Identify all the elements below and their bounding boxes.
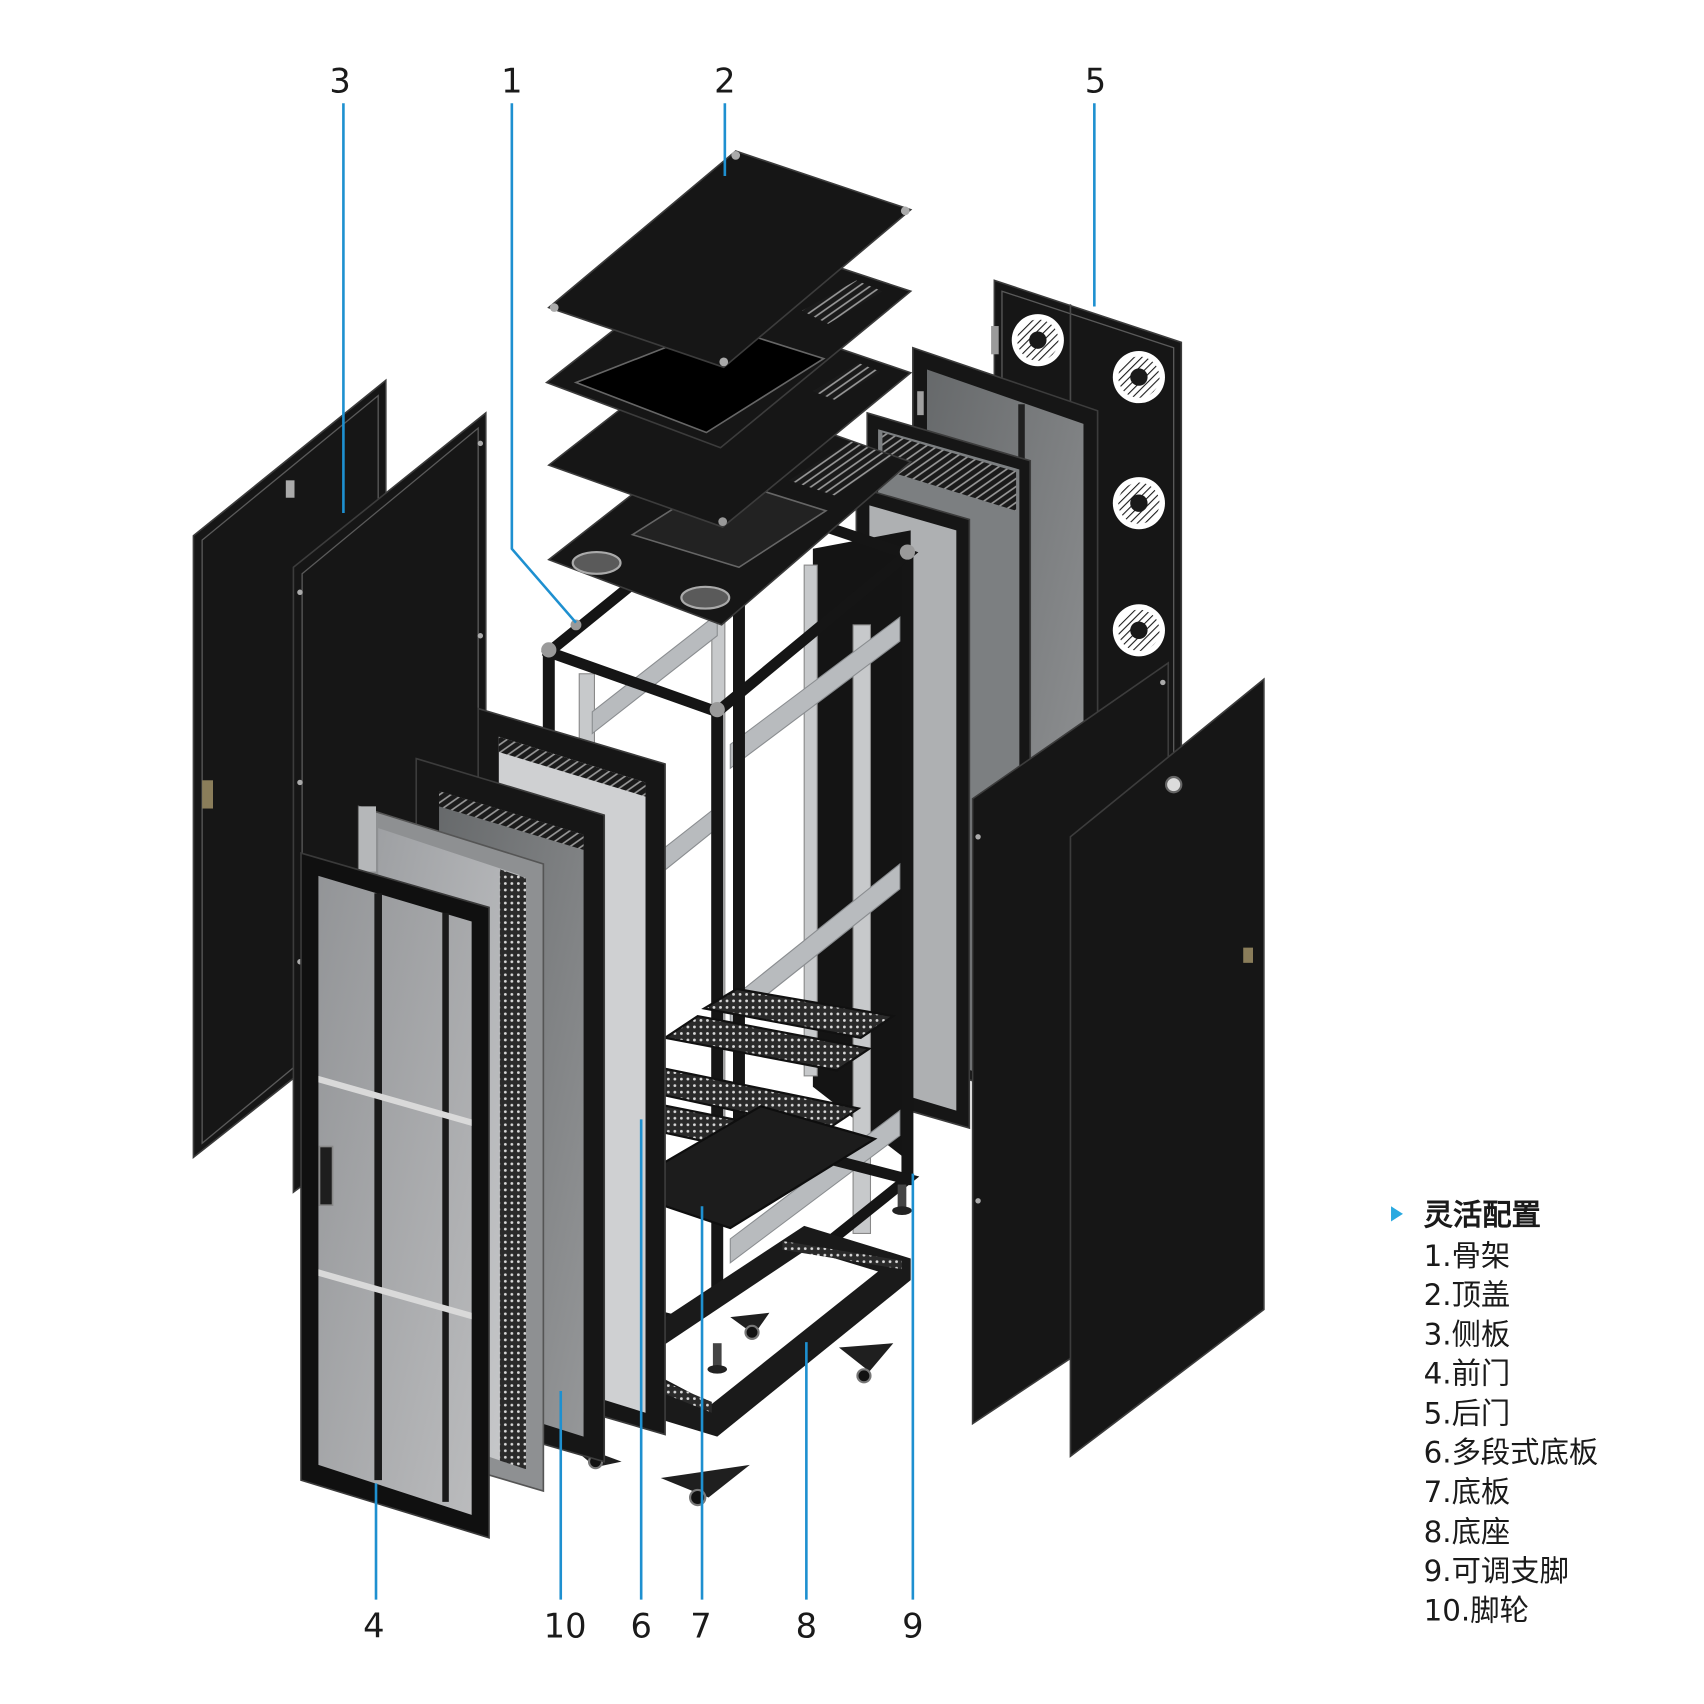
legend-item: 8.底座	[1424, 1515, 1511, 1549]
door-handle	[318, 1145, 334, 1207]
fan-grille-icon	[1112, 604, 1165, 657]
callout-7: 7	[690, 1607, 711, 1646]
fan-grille-icon	[1112, 477, 1165, 530]
callout-8: 8	[796, 1607, 817, 1646]
legend-item: 4.前门	[1424, 1356, 1511, 1390]
shelf-tray	[701, 987, 897, 1039]
caster	[730, 1312, 770, 1340]
floor-panel	[614, 1105, 878, 1230]
cross-rail	[591, 612, 718, 735]
fan-grille-icon	[1112, 351, 1165, 404]
top-covers	[544, 150, 913, 626]
legend-item: 3.侧板	[1424, 1317, 1511, 1351]
callout-1: 1	[501, 61, 522, 100]
legend-item: 10.脚轮	[1424, 1593, 1529, 1627]
side-panel-right-front	[1069, 677, 1265, 1458]
shelf-tray	[662, 1014, 873, 1072]
front-doors	[300, 707, 666, 1539]
callout-2: 2	[714, 61, 735, 100]
caster	[660, 1464, 750, 1507]
callout-numbers: 3 1 2 5 4 10 6 7 8 9	[329, 61, 1106, 1645]
front-door-main	[300, 852, 490, 1539]
callout-10: 10	[544, 1607, 587, 1646]
callout-9: 9	[902, 1607, 923, 1646]
callout-6: 6	[630, 1607, 651, 1646]
legend-item: 6.多段式底板	[1424, 1436, 1599, 1470]
leader-line-1	[510, 103, 577, 624]
legend-item: 9.可调支脚	[1424, 1554, 1569, 1588]
legend-item: 7.底板	[1424, 1475, 1511, 1509]
fan-grille-icon	[1011, 314, 1064, 367]
right-side-panels	[971, 661, 1265, 1458]
caster	[838, 1343, 894, 1384]
leader-lines	[342, 103, 1096, 1600]
top-cover-plain	[547, 150, 913, 369]
cross-rail	[729, 616, 901, 770]
mounting-rail	[852, 624, 872, 1234]
cross-rail	[729, 862, 901, 1025]
callout-5: 5	[1085, 61, 1106, 100]
legend: 灵活配置 1.骨架 2.顶盖 3.侧板 4.前门 5.后门 6.多段式底板 7.…	[1391, 1198, 1599, 1627]
callout-4: 4	[363, 1607, 384, 1646]
legend-item: 5.后门	[1424, 1397, 1511, 1431]
legend-item: 2.顶盖	[1424, 1278, 1511, 1312]
triangle-right-icon	[1391, 1206, 1403, 1222]
lock-icon	[1164, 775, 1183, 794]
adjustable-foot	[892, 1184, 912, 1215]
callout-3: 3	[329, 61, 350, 100]
legend-item: 1.骨架	[1424, 1239, 1511, 1273]
legend-title: 灵活配置	[1424, 1198, 1541, 1232]
adjustable-foot	[707, 1343, 728, 1374]
